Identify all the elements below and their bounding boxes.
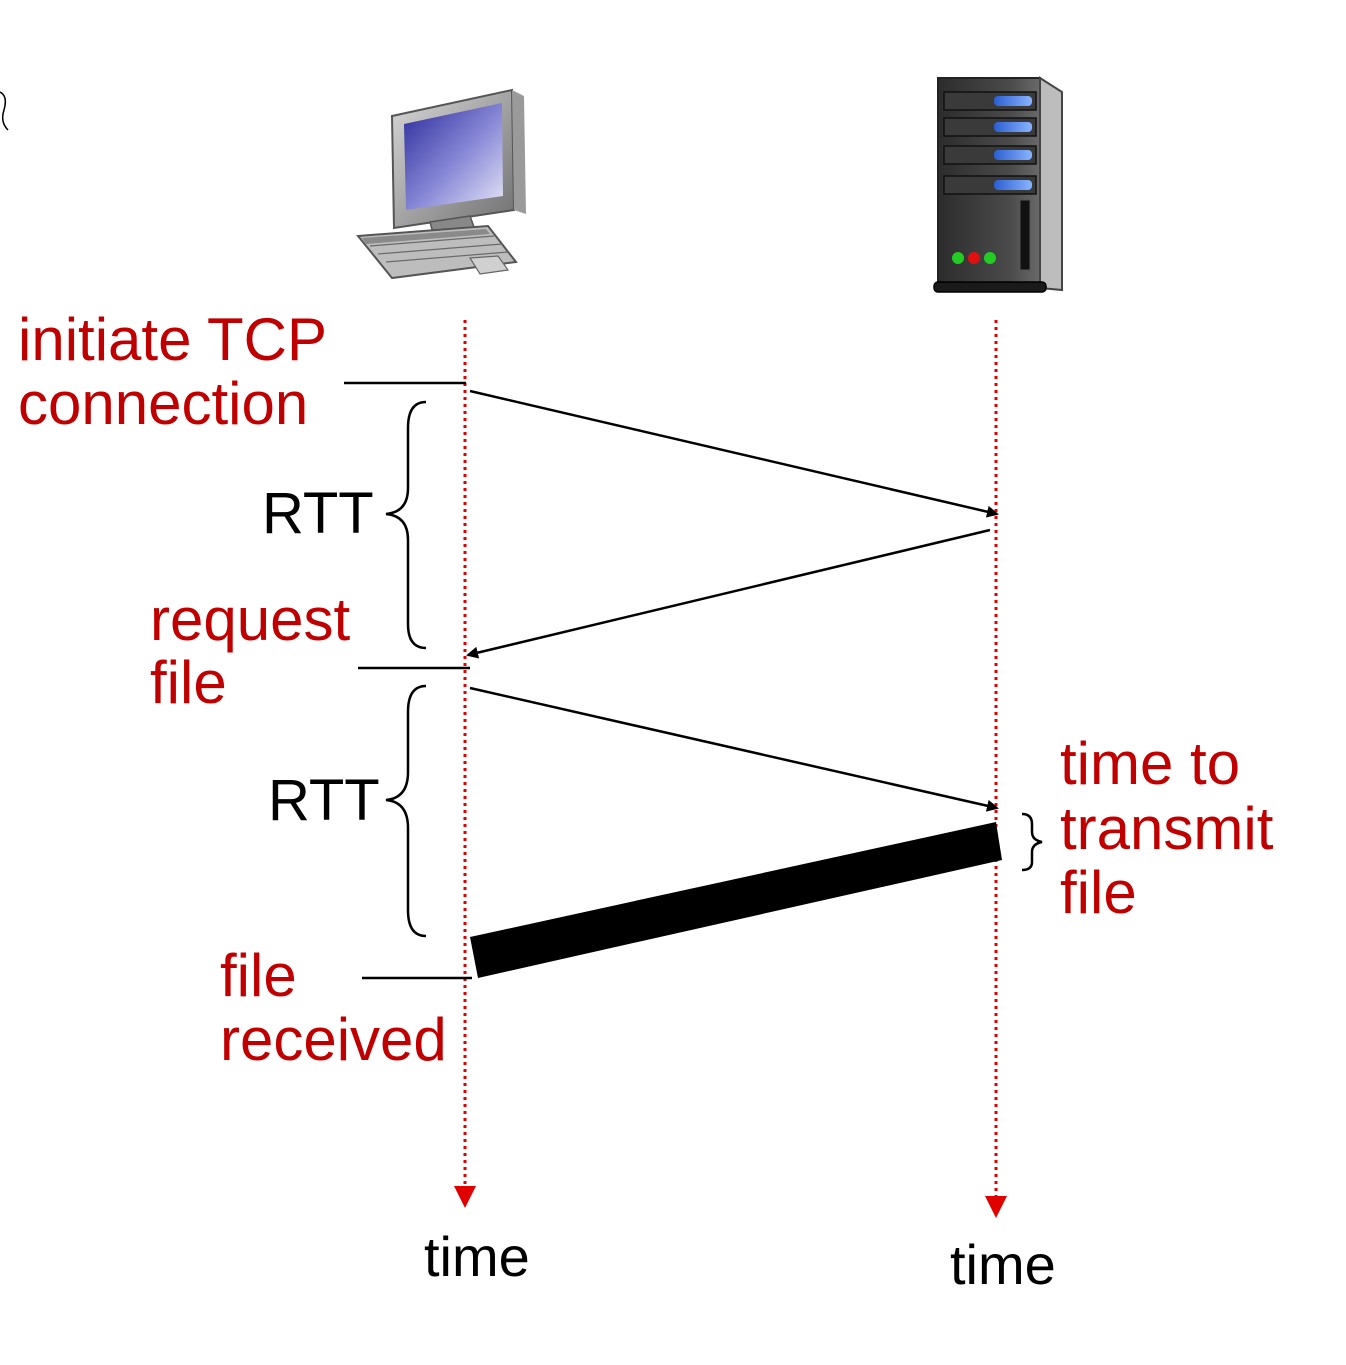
label-time-server: time	[950, 1233, 1056, 1296]
edge-bracket-fragment	[0, 91, 9, 131]
label-received-line2: received	[220, 1006, 447, 1073]
server-timeline-arrowhead	[985, 1196, 1007, 1218]
label-time-client: time	[424, 1225, 530, 1288]
label-transmit-line3: file	[1060, 859, 1137, 926]
desktop-computer-icon	[356, 88, 526, 280]
synack-arrow	[466, 528, 991, 659]
transmit-brace	[1021, 812, 1043, 872]
syn-arrow	[469, 389, 999, 518]
client-timeline-arrowhead	[454, 1186, 476, 1208]
file-transfer-bar	[470, 822, 1002, 978]
rtt-brace-second	[385, 684, 427, 938]
label-initiate-line1: initiate TCP	[18, 306, 327, 373]
rtt-brace-first	[385, 400, 427, 650]
http-request-arrow	[469, 686, 999, 812]
label-request-line2: file	[150, 649, 227, 716]
label-request-line1: request	[150, 586, 350, 653]
label-rtt-second: RTT	[268, 768, 380, 833]
label-transmit-line2: transmit	[1060, 795, 1274, 862]
server-tower-icon	[933, 76, 1063, 293]
label-transmit-line1: time to	[1060, 730, 1240, 797]
label-received-line1: file	[220, 942, 297, 1009]
label-rtt-first: RTT	[262, 481, 374, 546]
label-initiate-line2: connection	[18, 370, 308, 437]
